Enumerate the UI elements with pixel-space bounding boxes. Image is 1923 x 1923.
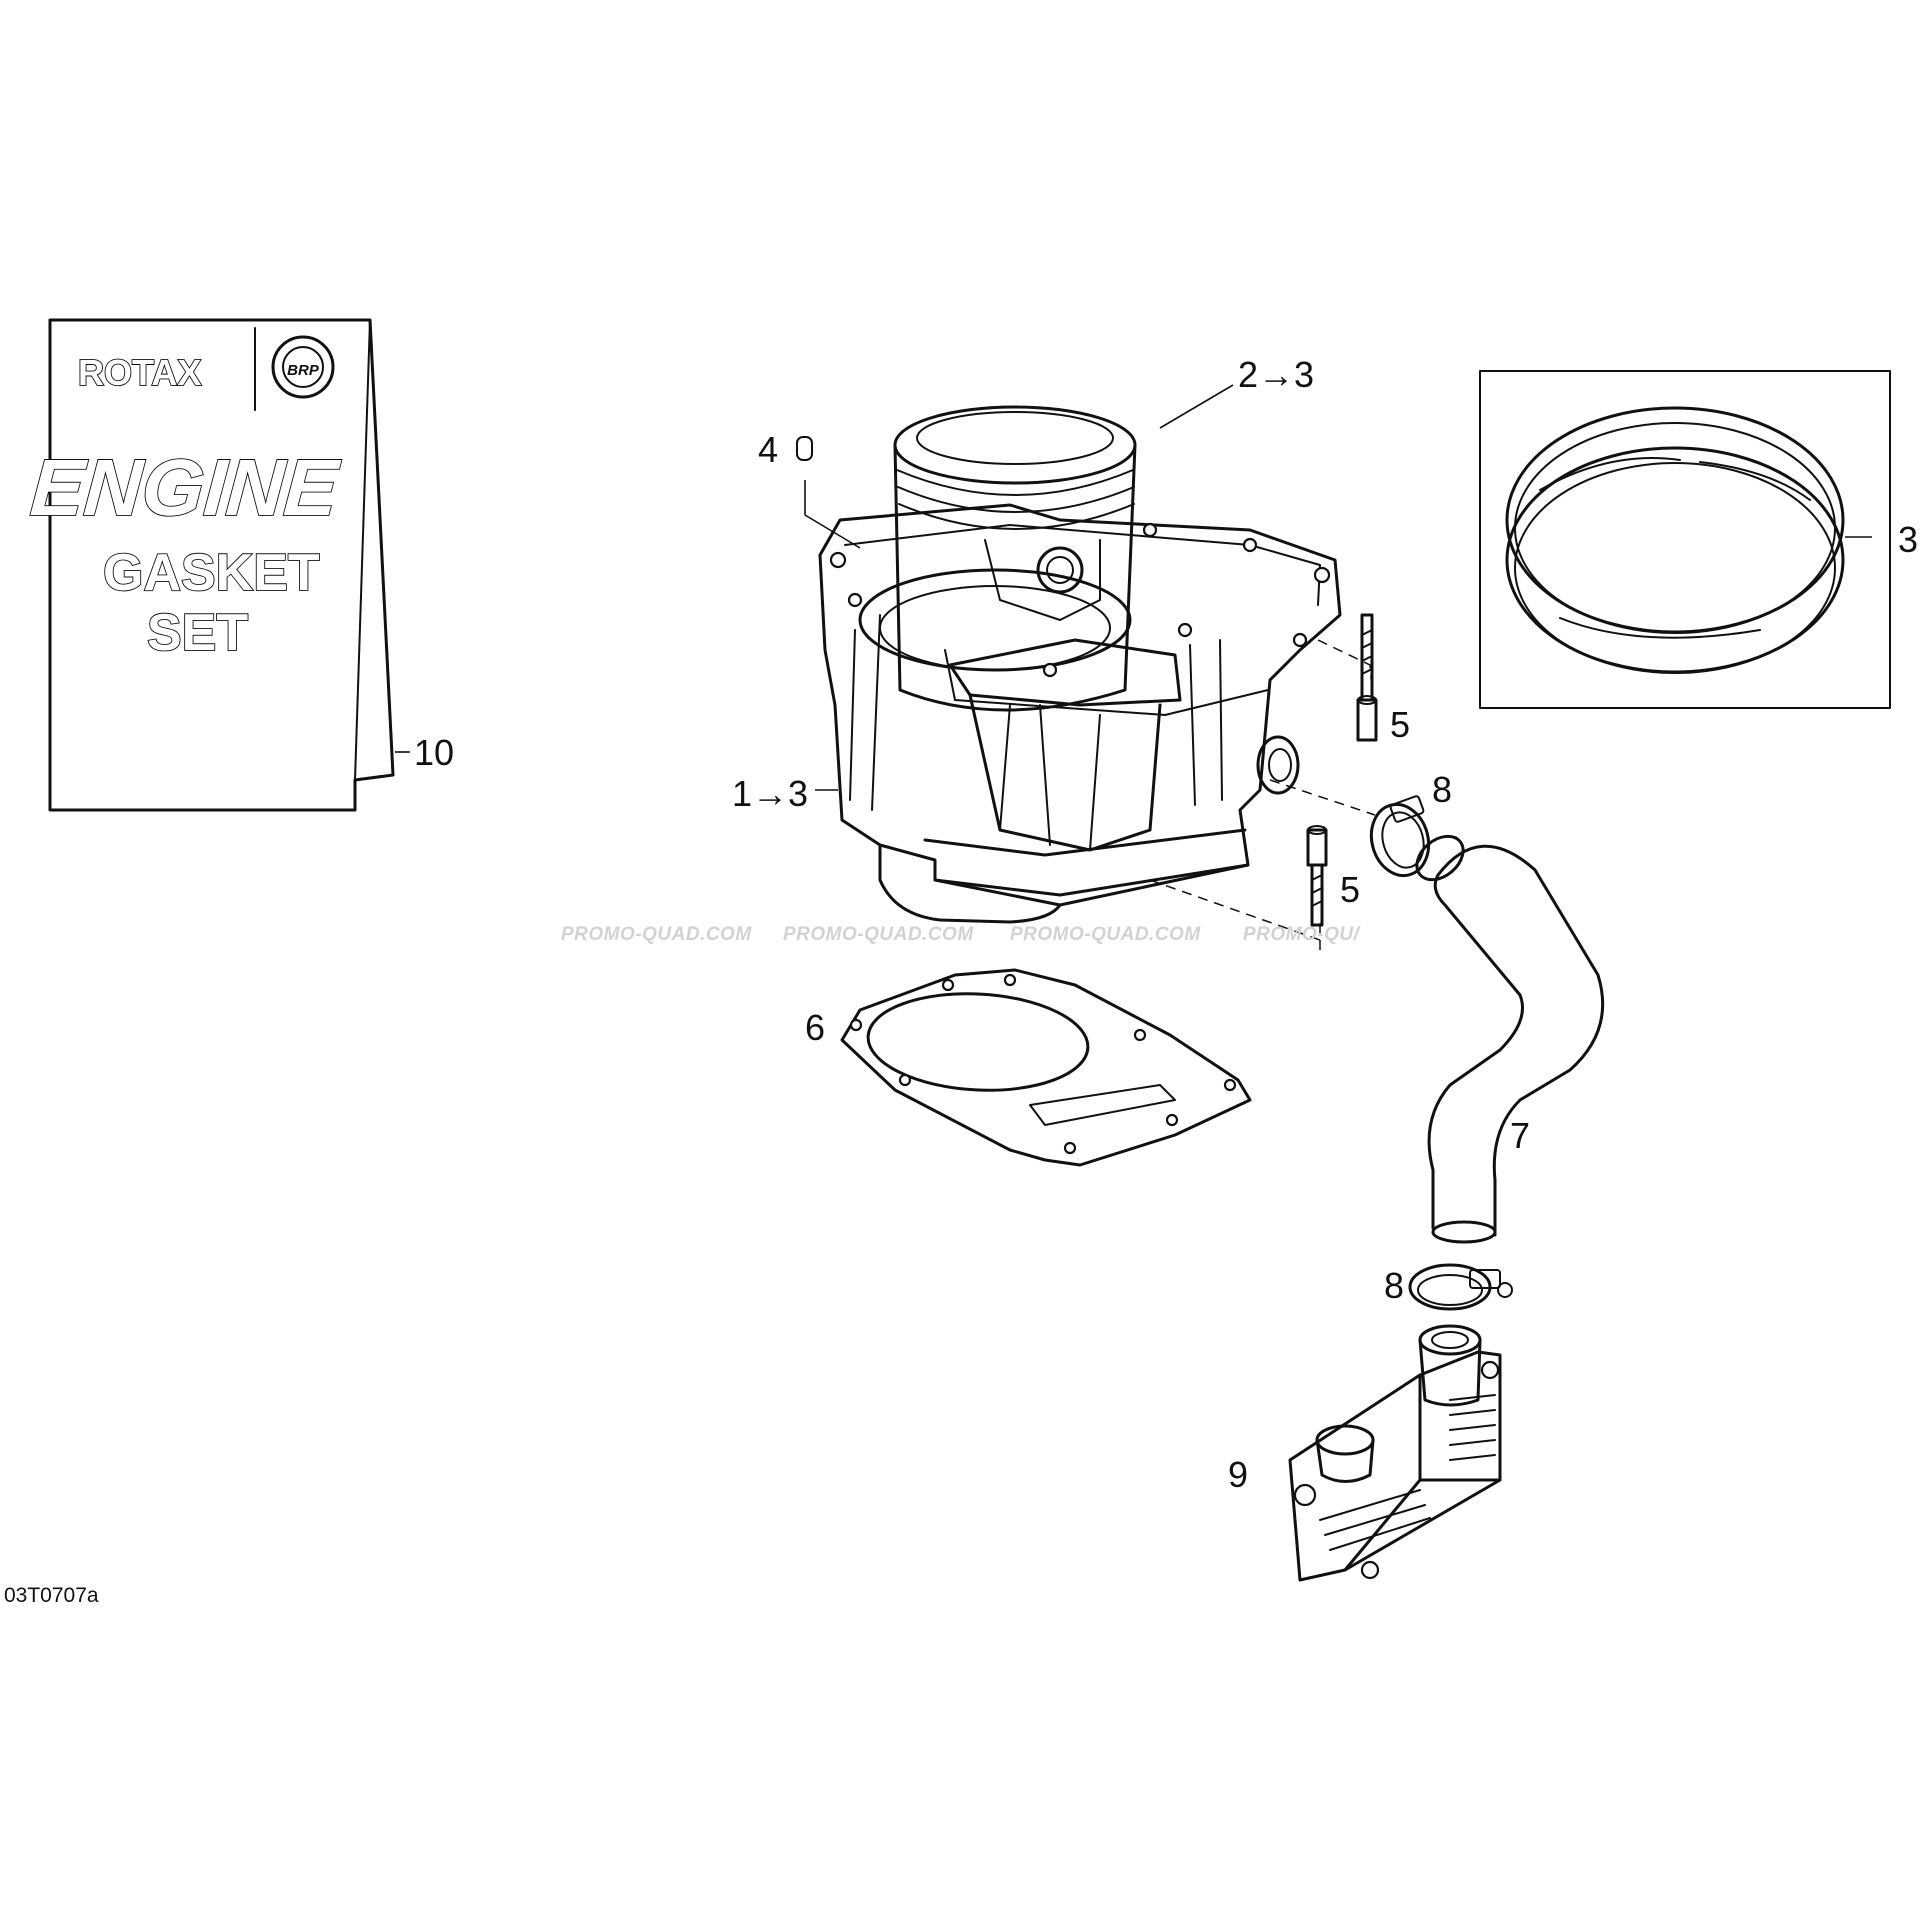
callout-coolant-hose: 7 xyxy=(1510,1115,1530,1156)
callout-base-gasket: 6 xyxy=(805,1007,825,1048)
hose-clamp-lower xyxy=(1408,1263,1513,1311)
sign-line-set: SET xyxy=(147,604,248,662)
callout-water-pump-housing: 9 xyxy=(1228,1454,1248,1495)
cylinder-base-gasket xyxy=(840,968,1252,1167)
callout-cylinder: 1→3 xyxy=(732,773,808,814)
piston-ring-set xyxy=(1479,370,1891,709)
callout-bolt-upper: 5 xyxy=(1390,704,1410,745)
cylinder-assembly xyxy=(796,405,1342,924)
bolt-upper xyxy=(1356,613,1378,742)
bolt-lower xyxy=(1306,825,1328,927)
callout-clamp-lower: 8 xyxy=(1384,1265,1404,1306)
callout-bolt-lower: 5 xyxy=(1340,869,1360,910)
watermark-3: PROMO-QUAD.COM xyxy=(1010,924,1201,945)
watermark-1: PROMO-QUAD.COM xyxy=(561,924,752,945)
dowel-pin xyxy=(796,436,813,461)
sign-line-engine: ENGINE xyxy=(28,442,344,532)
callout-gasket-set: 10 xyxy=(414,732,454,773)
callout-clamp-upper: 8 xyxy=(1432,769,1452,810)
callout-dowel-pin: 4 xyxy=(758,429,778,470)
brp-logo-icon: BRP xyxy=(271,335,335,399)
piston xyxy=(893,405,1137,712)
water-pump-housing xyxy=(1288,1324,1502,1582)
hose-clamp-upper xyxy=(1369,795,1431,878)
rotax-brand: ROTAX xyxy=(78,352,201,393)
watermark-4: PROMO-QU/ xyxy=(1243,924,1361,945)
svg-text:BRP: BRP xyxy=(287,362,320,379)
coolant-hose xyxy=(1415,834,1605,1244)
callout-piston-rings: 3 xyxy=(1898,519,1918,560)
gasket-set-card: BRP ROTAX ENGINE GASKET SET xyxy=(27,318,410,812)
callout-piston: 2→3 xyxy=(1238,354,1314,395)
sign-line-gasket: GASKET xyxy=(103,544,320,602)
watermark-2: PROMO-QUAD.COM xyxy=(783,924,974,945)
figure-code: 03T0707a xyxy=(4,1584,99,1607)
